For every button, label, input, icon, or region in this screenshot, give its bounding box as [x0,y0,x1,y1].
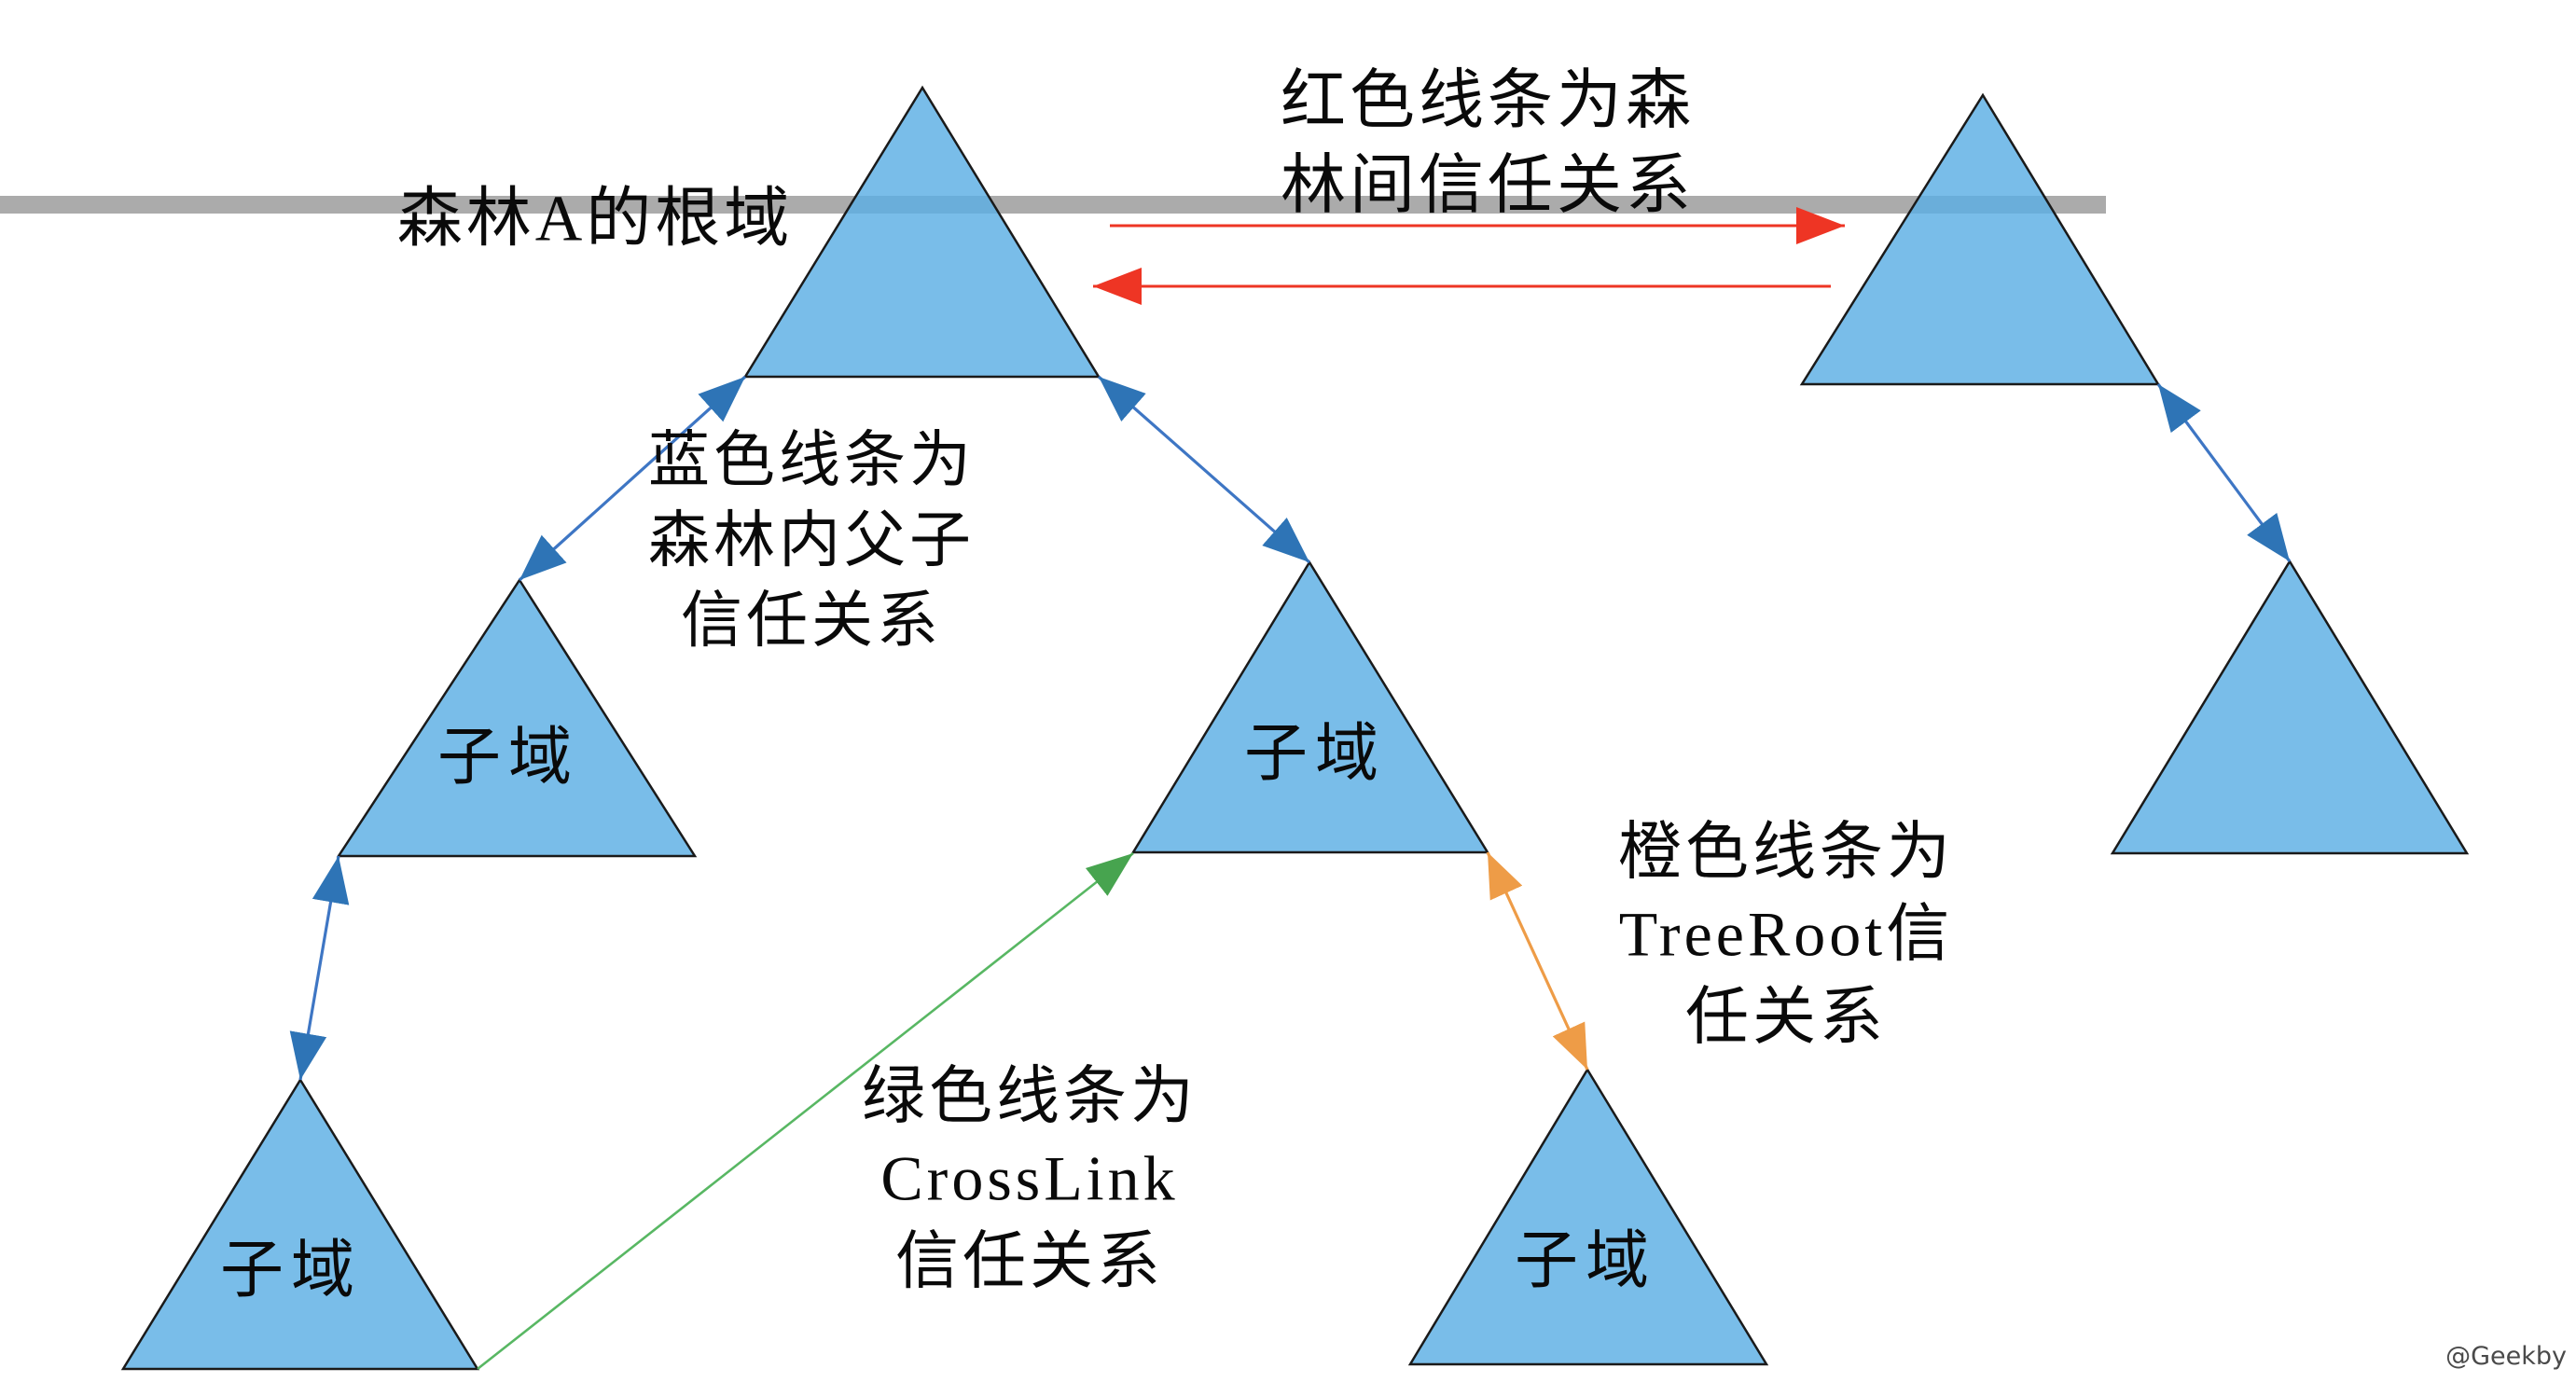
triangle-grandchild-domain-center [1407,1067,1769,1366]
edge-crosslink-trust [477,851,1134,1371]
legend-green-crosslink-trust: 绿色线条为 CrossLink 信任关系 [861,1060,1198,1297]
edge-parent-child-left-grandchild [289,855,350,1081]
legend-orange-treeroot-trust: 橙色线条为 TreeRoot信 任关系 [1617,816,1955,1053]
edge-parent-child-a-left [518,375,747,582]
edge-treeroot-trust [1486,851,1589,1071]
triangle-forest-a-root-domain [742,85,1101,379]
grandchild-domain-left-label: 子域 [219,1234,363,1306]
grandchild-domain-center-label: 子域 [1514,1224,1657,1296]
forest-boundary-bar [0,196,2106,214]
child-domain-center-label: 子域 [1243,717,1387,789]
edge-parent-child-a-right [1097,375,1311,564]
edge-parent-child-b-right [2156,383,2292,562]
triangle-child-domain-center [1130,560,1490,854]
triangle-forest-b-root-domain [1799,92,2161,386]
child-domain-left-label: 子域 [436,721,580,793]
watermark: @Geekby [2445,1342,2567,1371]
legend-blue-parent-child-trust: 蓝色线条为 森林内父子 信任关系 [648,426,975,655]
triangle-child-domain-left [336,577,698,858]
forest-a-root-label: 森林A的根域 [396,183,794,256]
legend-red-forest-trust: 红色线条为森 林间信任关系 [1281,65,1695,222]
triangle-tree-b-child-domain [2110,559,2470,855]
triangle-grandchild-domain-left [120,1077,480,1371]
